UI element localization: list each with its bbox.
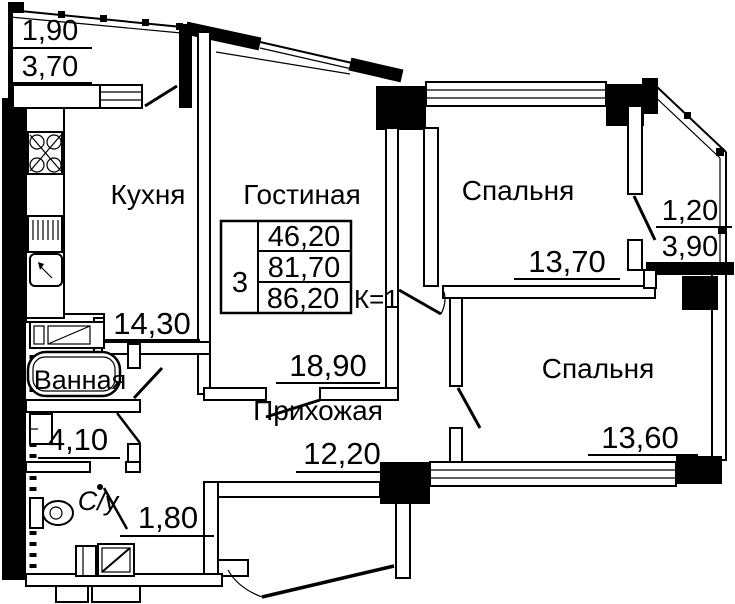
kitchen-area: 14,30 xyxy=(113,306,191,341)
balcony1-full-area: 3,70 xyxy=(22,51,78,83)
bedroom2-label: Спальня xyxy=(542,353,655,384)
bedroom1-right-wall xyxy=(627,105,643,195)
wc-top-wall xyxy=(125,461,141,473)
column xyxy=(676,456,722,484)
bedroom2-window xyxy=(429,461,677,487)
wc-label: С/у xyxy=(78,486,120,516)
wc-top-wall xyxy=(25,461,91,473)
fixtures xyxy=(25,107,135,577)
door-kitchen-balcony xyxy=(144,84,178,108)
vestibule-left-wall xyxy=(203,481,219,579)
door-living xyxy=(265,398,321,419)
door-bathroom xyxy=(132,366,164,400)
entry-door-leaf xyxy=(261,564,395,599)
summary-table: 3 46,20 81,70 86,20 К=1 xyxy=(219,219,399,315)
wc-area: 1,80 xyxy=(138,500,198,535)
kitchen-top-wall xyxy=(12,84,143,109)
vestibule-right-wall xyxy=(395,501,411,579)
door-room410 xyxy=(116,412,141,444)
balcony2-coef-area: 1,20 xyxy=(662,195,718,227)
bathroom-bottom-wall xyxy=(25,399,141,413)
bathtub-icon xyxy=(26,350,122,398)
bedrooms-divider-wall xyxy=(442,285,656,299)
door-bedroom1 xyxy=(398,288,442,316)
column xyxy=(682,276,718,310)
bathroom-label: Ванная xyxy=(34,365,126,395)
fridge-icon xyxy=(29,253,63,287)
balcony1-right-wall xyxy=(179,24,192,108)
dryer-rack-icon xyxy=(27,215,63,253)
column xyxy=(380,462,430,504)
kitchen-hall-wall xyxy=(101,341,211,355)
corner-pier xyxy=(642,78,658,114)
bay-window xyxy=(259,41,353,64)
bedroom1-window xyxy=(425,81,607,107)
left-wall-band xyxy=(2,98,26,580)
total-area-value: 86,20 xyxy=(267,283,340,315)
hallway-label: Прихожая xyxy=(253,395,383,426)
cabinet-icon xyxy=(75,545,97,577)
bathroom-area: 4,10 xyxy=(48,422,108,457)
vestibule-bottom-wall xyxy=(217,559,249,577)
living-area-value: 46,20 xyxy=(268,221,341,253)
balcony1-coef-area: 1,90 xyxy=(22,15,78,47)
hallway-bottom-wall xyxy=(203,481,381,498)
living-top-wall xyxy=(184,21,262,51)
corner-pier xyxy=(8,2,24,13)
door-bedroom1-balcony xyxy=(632,195,657,241)
living-right-wall xyxy=(385,127,399,395)
living-label: Гостиная xyxy=(243,179,361,210)
balcony2-full-area: 3,90 xyxy=(662,231,718,263)
coefficient-value: К=1 xyxy=(354,284,399,314)
column xyxy=(376,86,426,130)
labels: 1,90 3,70 Кухня 14,30 Гостиная 18,90 Спа… xyxy=(13,15,732,537)
entry-door-arc xyxy=(227,569,263,598)
toilet-icon xyxy=(29,497,74,529)
bedroom2-left-wall xyxy=(449,297,463,387)
bedroom1-left-wall xyxy=(423,127,439,287)
bedroom1-area: 13,70 xyxy=(528,244,606,279)
area-without-balconies-value: 81,70 xyxy=(268,252,341,284)
living-bottom-wall xyxy=(203,387,267,401)
door-swing-arc xyxy=(440,291,446,315)
door-bedroom2 xyxy=(456,387,482,429)
shower-tray-icon xyxy=(97,543,135,577)
balcony1-left-wall xyxy=(8,10,13,100)
stove-icon xyxy=(27,131,63,175)
bedroom1-label: Спальня xyxy=(462,175,575,206)
door-wc xyxy=(102,487,129,530)
shaft-box xyxy=(91,585,141,603)
hallway-area: 12,20 xyxy=(303,436,381,471)
living-area-label: 18,90 xyxy=(289,348,367,383)
kitchen-label: Кухня xyxy=(111,179,186,210)
bedroom1-right-wall xyxy=(627,239,643,271)
rooms-count: 3 xyxy=(232,267,248,299)
shaft-box xyxy=(55,585,89,603)
vanity-sink-icon xyxy=(29,321,105,349)
washbasin-icon xyxy=(29,413,53,445)
bedroom2-left-wall xyxy=(449,427,463,463)
bedroom2-area: 13,60 xyxy=(601,420,679,455)
balcony1-glazing-inner xyxy=(9,16,193,35)
bathroom-right-wall xyxy=(127,343,141,369)
balcony2-bottom-wall xyxy=(646,262,734,275)
bay-right-wall xyxy=(348,57,404,83)
interior-walls xyxy=(25,31,727,603)
living-bottom-wall xyxy=(319,387,399,401)
